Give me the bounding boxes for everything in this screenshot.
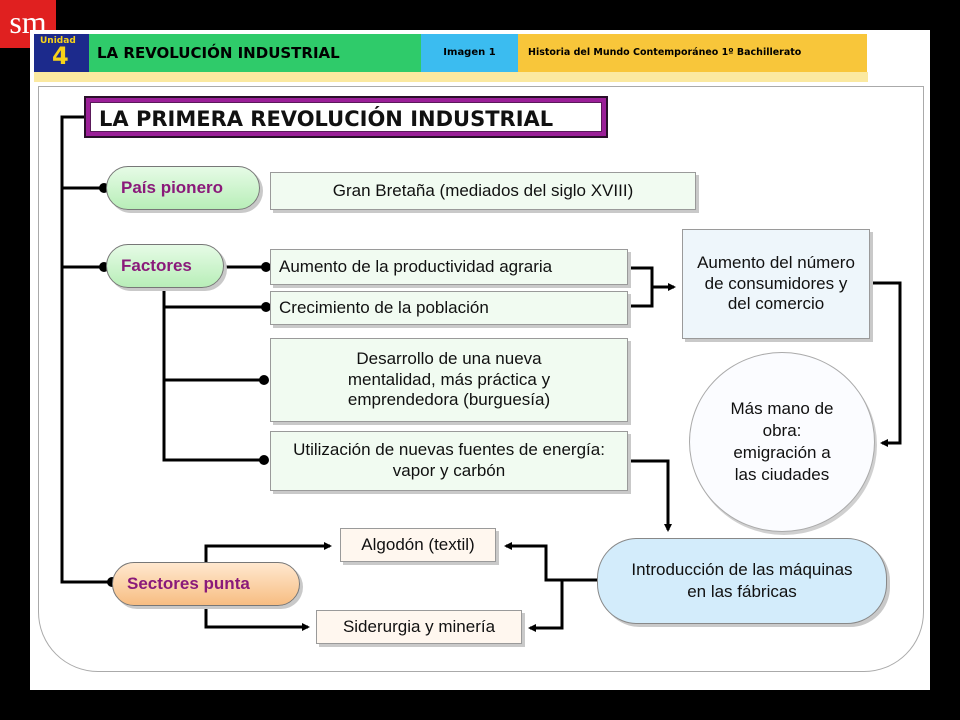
gran-bretana-text: Gran Bretaña (mediados del siglo XVIII) [332,180,634,200]
factor-agraria-text: Aumento de la productividad agraria [279,256,553,276]
gran-bretana-box: Gran Bretaña (mediados del siglo XVIII) [270,172,696,210]
arrow-introduccion [628,459,672,532]
unit-label: Unidad [40,36,76,46]
introduccion-box: Introducción de las máquinas en las fábr… [597,538,887,624]
mano-de-obra-circle: Más mano de obra: emigración a las ciuda… [689,352,875,532]
dot-agraria [261,262,271,272]
algodon-box: Algodón (textil) [340,528,496,562]
unit-number: 4 [52,42,69,70]
header-image-label: Imagen 1 [421,34,518,72]
bracket-line [628,266,654,308]
pais-pionero-pill: País pionero [106,166,260,210]
factores-branch [162,288,262,462]
header-subtitle: Historia del Mundo Contemporáneo 1º Bach… [518,34,867,72]
dot-energia [259,455,269,465]
factores-label: Factores [121,256,192,275]
header-title: LA REVOLUCIÓN INDUSTRIAL [89,34,421,72]
siderurgia-box: Siderurgia y minería [316,610,522,644]
consumidores-text: Aumento del número de consumidores y del… [697,252,855,314]
mano-de-obra-text: Más mano de obra: emigración a las ciuda… [730,398,834,485]
main-title: LA PRIMERA REVOLUCIÓN INDUSTRIAL [90,102,602,132]
dot-mentalidad [259,375,269,385]
siderurgia-text: Siderurgia y minería [342,616,496,636]
sectores-punta-pill: Sectores punta [112,562,300,606]
factor-mentalidad-text: Desarrollo de una nueva mentalidad, más … [347,348,551,410]
unit-badge: Unidad 4 [34,34,89,72]
factor-poblacion-text: Crecimiento de la población [279,297,489,317]
main-title-box: LA PRIMERA REVOLUCIÓN INDUSTRIAL [84,96,608,138]
header-strip [34,72,868,82]
factor-poblacion-box: Crecimiento de la población [270,291,628,325]
factor-mentalidad-box: Desarrollo de una nueva mentalidad, más … [270,338,628,422]
algodon-text: Algodón (textil) [361,534,475,554]
sm-logo: sm [0,0,56,48]
arrow-siderurgia [528,580,564,632]
sectores-to-siderurgia [204,598,310,631]
spine-line [60,115,112,584]
arrow-algodon [504,542,598,582]
introduccion-text: Introducción de las máquinas en las fábr… [631,559,853,601]
pais-pionero-label: País pionero [121,178,224,197]
sectores-punta-label: Sectores punta [127,574,250,593]
arrow-mano-obra [870,281,902,447]
factores-pill: Factores [106,244,224,288]
factor-energia-box: Utilización de nuevas fuentes de energía… [270,431,628,491]
factor-agraria-box: Aumento de la productividad agraria [270,249,628,285]
consumidores-box: Aumento del número de consumidores y del… [682,229,870,339]
dot-poblacion [261,302,271,312]
factor-energia-text: Utilización de nuevas fuentes de energía… [293,440,605,480]
